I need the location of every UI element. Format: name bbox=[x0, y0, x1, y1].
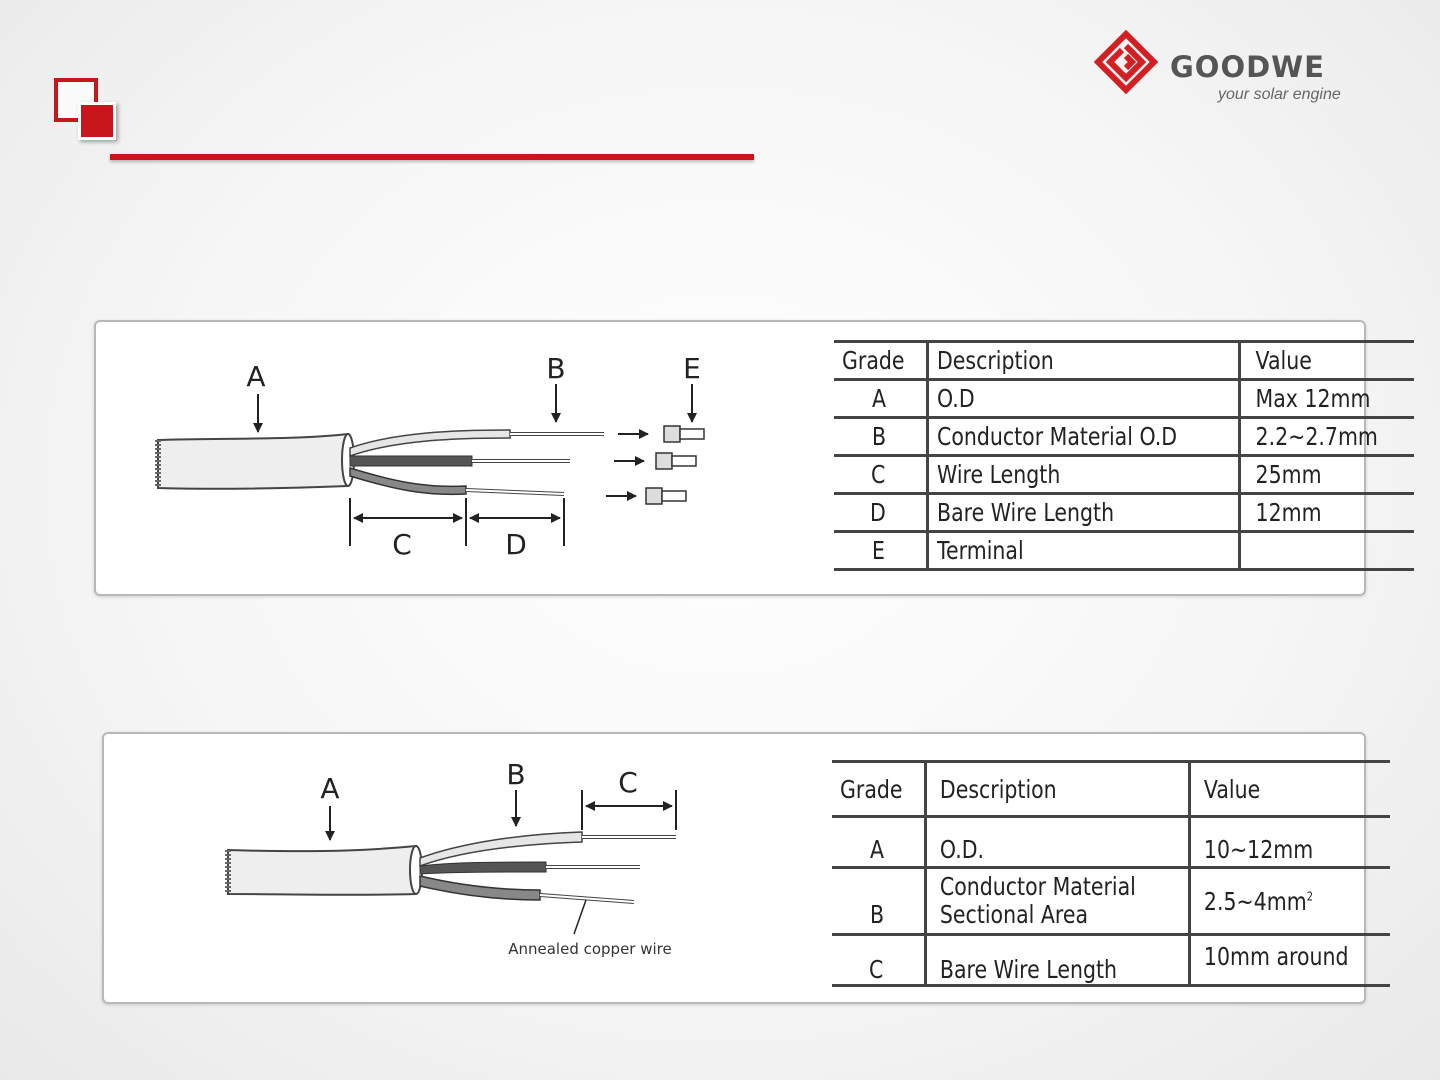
copper-leader-line bbox=[573, 899, 587, 935]
spec-table-1: Grade Description Value A O.D Max 12mm B… bbox=[834, 340, 1415, 571]
header-grade: Grade bbox=[840, 774, 903, 804]
cable-jacket bbox=[225, 844, 423, 896]
corner-square-outline bbox=[54, 78, 98, 122]
row-value: 25mm bbox=[1255, 460, 1322, 489]
cable-wires bbox=[349, 429, 604, 496]
table-header-row: Grade Description Value bbox=[834, 341, 1415, 381]
row-description: O.D bbox=[937, 384, 975, 413]
brand-tagline: your solar engine bbox=[1218, 86, 1341, 103]
table-row: B Conductor Material Sectional Area 2.5~… bbox=[832, 867, 1390, 936]
title-underline bbox=[110, 154, 754, 160]
cable-diagram-2: A B C Annealed copper wire bbox=[225, 758, 677, 958]
row-description-line1: Conductor Material bbox=[940, 872, 1137, 901]
row-value: 12mm bbox=[1255, 498, 1322, 527]
cable-spec-panel-1: A B E C D Grade Description Value A O.D … bbox=[94, 320, 1415, 596]
goodwe-logo: GOODWE your solar engine bbox=[1094, 30, 1364, 110]
row-grade: B bbox=[871, 422, 886, 451]
cable-spec-panel-2: A B C Annealed copper wire Grade Descrip… bbox=[102, 732, 1390, 1004]
label-a: A bbox=[246, 360, 265, 393]
dimension-lines bbox=[349, 498, 565, 546]
row-description: O.D. bbox=[940, 835, 985, 864]
terminal-icons bbox=[606, 425, 705, 505]
label-c: C bbox=[392, 528, 412, 561]
label-b: B bbox=[506, 758, 525, 791]
goodwe-diamond-icon bbox=[1094, 30, 1158, 94]
row-value: 10mm around bbox=[1204, 942, 1349, 971]
row-grade: D bbox=[870, 498, 887, 527]
row-grade: C bbox=[869, 955, 884, 984]
cable-jacket bbox=[155, 432, 355, 490]
row-value: Max 12mm bbox=[1255, 384, 1371, 413]
row-grade: B bbox=[869, 900, 884, 929]
row-description: Wire Length bbox=[937, 460, 1061, 489]
row-description: Terminal bbox=[937, 536, 1024, 565]
header-description: Description bbox=[940, 774, 1057, 804]
row-description-line2: Sectional Area bbox=[940, 900, 1089, 929]
row-value: 2.2~2.7mm bbox=[1255, 422, 1378, 451]
label-e: E bbox=[683, 352, 701, 385]
row-grade: A bbox=[871, 384, 886, 413]
header-description: Description bbox=[937, 346, 1054, 375]
row-grade: A bbox=[869, 835, 884, 864]
table-row: A O.D. 10~12mm bbox=[832, 816, 1390, 869]
header-value: Value bbox=[1204, 774, 1261, 804]
row-grade: C bbox=[871, 460, 886, 489]
table-header-row: Grade Description Value bbox=[832, 761, 1390, 818]
cable-diagram-1: A B E C D bbox=[155, 352, 705, 561]
table-row: E Terminal bbox=[834, 531, 1415, 571]
cable-wires bbox=[419, 831, 676, 904]
header-grade: Grade bbox=[842, 346, 905, 375]
table-row: C Bare Wire Length 10mm around bbox=[832, 934, 1390, 987]
table-row: A O.D Max 12mm bbox=[834, 379, 1415, 419]
table-row: C Wire Length 25mm bbox=[834, 455, 1415, 495]
row-value-text: 2.5~4mm bbox=[1204, 886, 1307, 916]
header-value: Value bbox=[1255, 346, 1312, 375]
label-c: C bbox=[618, 766, 638, 799]
row-value-superscript: 2 bbox=[1306, 889, 1314, 904]
row-description: Bare Wire Length bbox=[937, 498, 1115, 527]
row-grade: E bbox=[872, 536, 886, 565]
table-row: D Bare Wire Length 12mm bbox=[834, 493, 1415, 533]
row-description: Bare Wire Length bbox=[940, 955, 1118, 984]
row-value: 10~12mm bbox=[1204, 835, 1314, 864]
dimension-lines bbox=[581, 790, 677, 830]
corner-square-filled bbox=[78, 102, 116, 140]
row-value: 2.5~4mm2 bbox=[1199, 887, 1313, 916]
label-b: B bbox=[546, 352, 565, 385]
spec-table-2: Grade Description Value A O.D. 10~12mm B… bbox=[832, 760, 1390, 987]
brand-name: GOODWE bbox=[1170, 50, 1325, 84]
row-description: Conductor Material O.D bbox=[937, 422, 1178, 451]
label-d: D bbox=[505, 528, 527, 561]
copper-wire-label: Annealed copper wire bbox=[508, 940, 672, 958]
slide-corner-icon bbox=[52, 76, 122, 146]
table-row: B Conductor Material O.D 2.2~2.7mm bbox=[834, 417, 1415, 457]
label-a: A bbox=[320, 772, 339, 805]
